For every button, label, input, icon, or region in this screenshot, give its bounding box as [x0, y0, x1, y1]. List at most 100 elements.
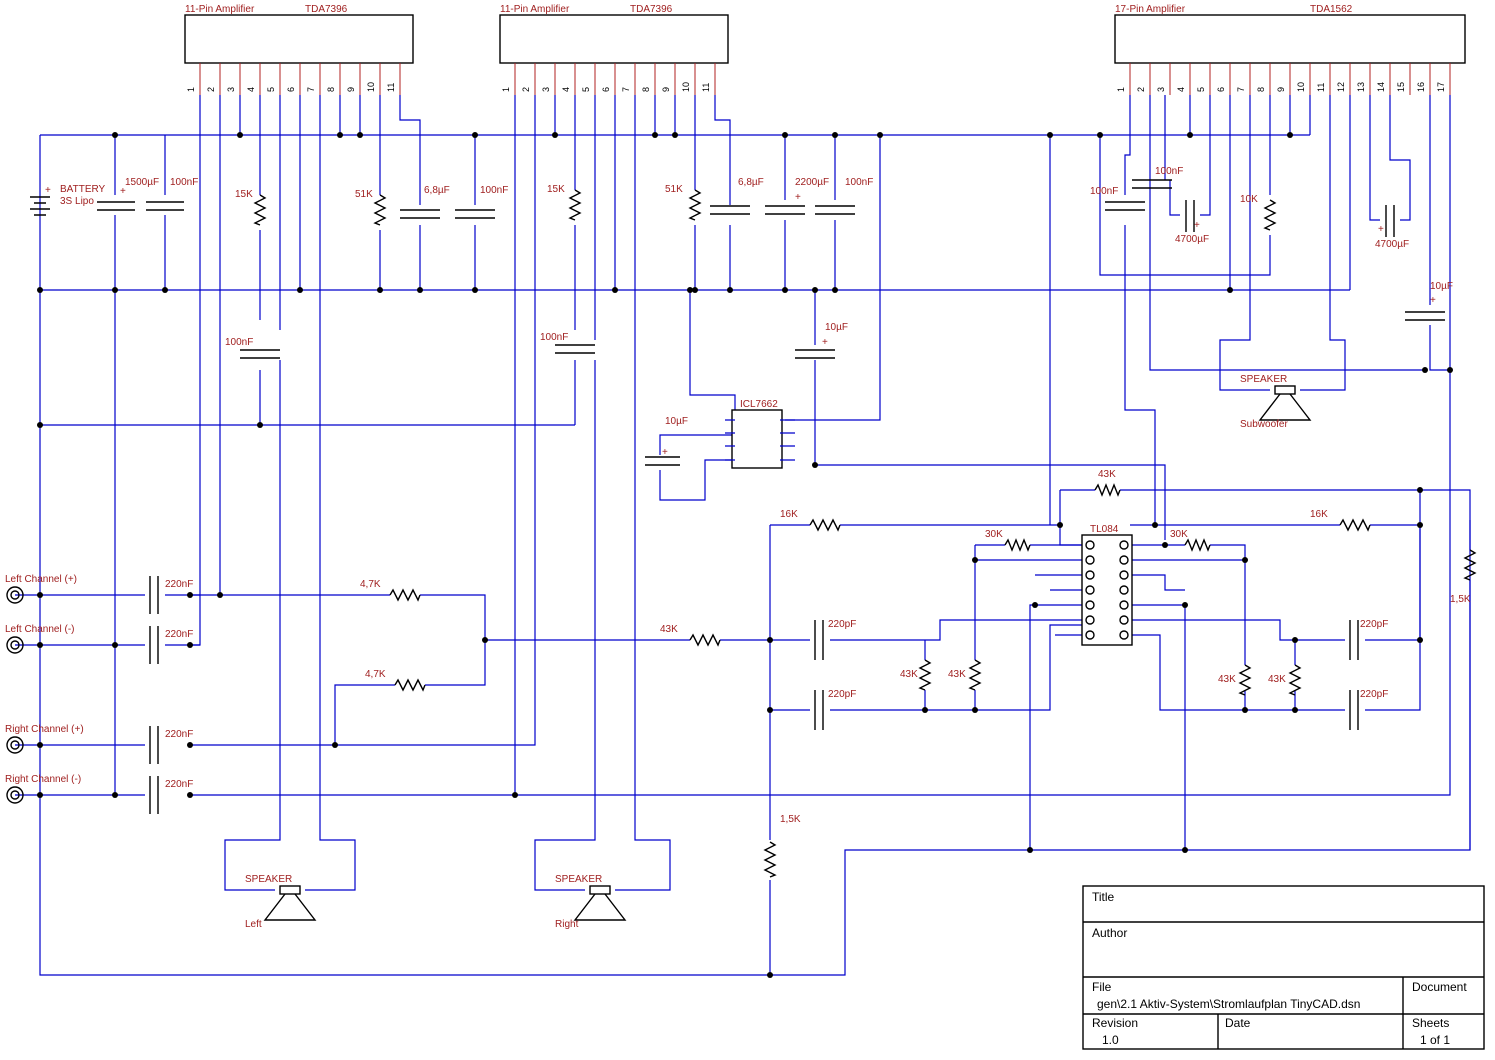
junction-dot	[972, 707, 978, 713]
capacitor-10uf-a: +10µF	[795, 322, 848, 359]
opamp-pin	[1119, 540, 1129, 550]
amp-pin-number: 10	[681, 82, 691, 92]
opamp-pin	[1085, 570, 1095, 580]
file-value: gen\2.1 Aktiv-System\Stromlaufplan TinyC…	[1097, 997, 1360, 1011]
capacitor-100nf-c: 100nF	[815, 177, 873, 215]
opamp-pin	[1119, 600, 1129, 610]
svg-text:51K: 51K	[355, 189, 373, 200]
capacitor-6u8-a: 6,8µF	[400, 185, 450, 219]
capacitor-220pf-c: 220pF	[1349, 619, 1388, 660]
amp-pin-number: 5	[266, 87, 276, 92]
junction-dot	[1182, 847, 1188, 853]
capacitor-6u8-b: 6,8µF	[710, 177, 764, 215]
title-block: Title Author File gen\2.1 Aktiv-System\S…	[1082, 885, 1485, 1050]
amp-pin-number: 11	[1316, 83, 1326, 92]
amp-pin-number: 13	[1356, 82, 1366, 92]
amp-pin-number: 11	[386, 83, 396, 92]
resistor-16k-a: 16K	[780, 509, 841, 532]
amplifier-1-body	[184, 14, 414, 64]
amp-pin-number: 9	[346, 87, 356, 92]
filter-wiring	[15, 489, 1471, 975]
junction-dots	[37, 132, 1453, 978]
svg-text:15K: 15K	[547, 184, 565, 195]
speaker-right: SPEAKER Right	[555, 874, 627, 930]
svg-text:16K: 16K	[780, 509, 798, 520]
junction-dot	[417, 287, 423, 293]
junction-dot	[187, 642, 193, 648]
svg-text:100nF: 100nF	[540, 332, 568, 343]
amp-pin-number: 10	[1296, 82, 1306, 92]
amp-pin-number: 8	[326, 87, 336, 92]
svg-text:100nF: 100nF	[845, 177, 873, 188]
amp-pin-number: 2	[206, 87, 216, 92]
junction-dot	[972, 557, 978, 563]
amp-pin-number: 14	[1376, 82, 1386, 92]
capacitor-4700uf-b: +4700µF	[1375, 205, 1409, 250]
amp-pin-number: 1	[186, 87, 196, 92]
svg-text:1,5K: 1,5K	[780, 814, 801, 825]
input-jacks: Left Channel (+) Left Channel (-) Right …	[5, 574, 84, 804]
amp-pin-number: 6	[1216, 87, 1226, 92]
capacitor-1500uf: +1500µF	[97, 177, 159, 211]
svg-text:Left: Left	[245, 919, 262, 930]
title-label: Title	[1092, 890, 1115, 904]
junction-dot	[1097, 132, 1103, 138]
amp-pin-number: 4	[1176, 87, 1186, 92]
capacitor-220pf-a: 220pF	[814, 619, 856, 660]
svg-text:Right Channel (+): Right Channel (+)	[5, 724, 84, 735]
junction-dot	[37, 792, 43, 798]
junction-dot	[112, 287, 118, 293]
junction-dot	[1447, 367, 1453, 373]
junction-dot	[472, 287, 478, 293]
svg-text:10µF: 10µF	[1430, 281, 1453, 292]
svg-text:Right Channel (-): Right Channel (-)	[5, 774, 81, 785]
opamp-pin	[1119, 585, 1129, 595]
capacitor-100nf-bypass-b: 100nF	[540, 332, 595, 354]
svg-text:43K: 43K	[1218, 674, 1236, 685]
junction-dot	[217, 592, 223, 598]
capacitor-10uf-c: +10µF	[1405, 281, 1453, 321]
amp-pin-number: 5	[581, 87, 591, 92]
opamp-pin	[1119, 630, 1129, 640]
junction-dot	[1187, 132, 1193, 138]
capacitor-100nf-g: 100nF	[1132, 166, 1183, 189]
svg-text:30K: 30K	[985, 529, 1003, 540]
amplifier-3-label: 17-Pin Amplifier	[1115, 4, 1186, 15]
amp-pin-number: 3	[1156, 87, 1166, 92]
svg-text:6,8µF: 6,8µF	[738, 177, 764, 188]
charge-pump-ic: ICL7662	[725, 399, 795, 469]
junction-dot	[1417, 522, 1423, 528]
svg-text:+: +	[1430, 295, 1436, 306]
resistor-15k-b: 15K	[547, 184, 582, 221]
junction-dot	[37, 422, 43, 428]
junction-dot	[1417, 487, 1423, 493]
svg-text:4,7K: 4,7K	[360, 579, 381, 590]
amp-pin-number: 1	[501, 87, 511, 92]
svg-text:10K: 10K	[1240, 194, 1258, 205]
svg-text:16K: 16K	[1310, 509, 1328, 520]
junction-dot	[332, 742, 338, 748]
resistor-4k7-b: 4,7K	[365, 669, 426, 692]
input-right-negative: Right Channel (-)	[5, 774, 81, 804]
svg-text:4700µF: 4700µF	[1375, 239, 1409, 250]
svg-text:+: +	[795, 192, 801, 203]
resistor-4k7-a: 4,7K	[360, 579, 421, 602]
opamp-pin	[1119, 615, 1129, 625]
amplifier-2-body	[499, 14, 729, 64]
capacitor-100nf-b: 100nF	[455, 185, 508, 219]
amplifier-3-wiring	[190, 95, 1451, 796]
junction-dot	[1292, 707, 1298, 713]
junction-dot	[237, 132, 243, 138]
resistors: 15K 51K 15K 51K 10K 4,7K 4,7K 43K 16K 16…	[235, 184, 1477, 878]
opamp-pin	[1119, 570, 1129, 580]
amplifier-2-part: TDA7396	[630, 4, 673, 15]
resistor-43k-top: 43K	[1094, 469, 1121, 497]
junction-dot	[112, 792, 118, 798]
svg-text:100nF: 100nF	[1155, 166, 1183, 177]
capacitor-220nf-2: 220nF	[149, 626, 193, 664]
svg-text:220pF: 220pF	[1360, 619, 1388, 630]
